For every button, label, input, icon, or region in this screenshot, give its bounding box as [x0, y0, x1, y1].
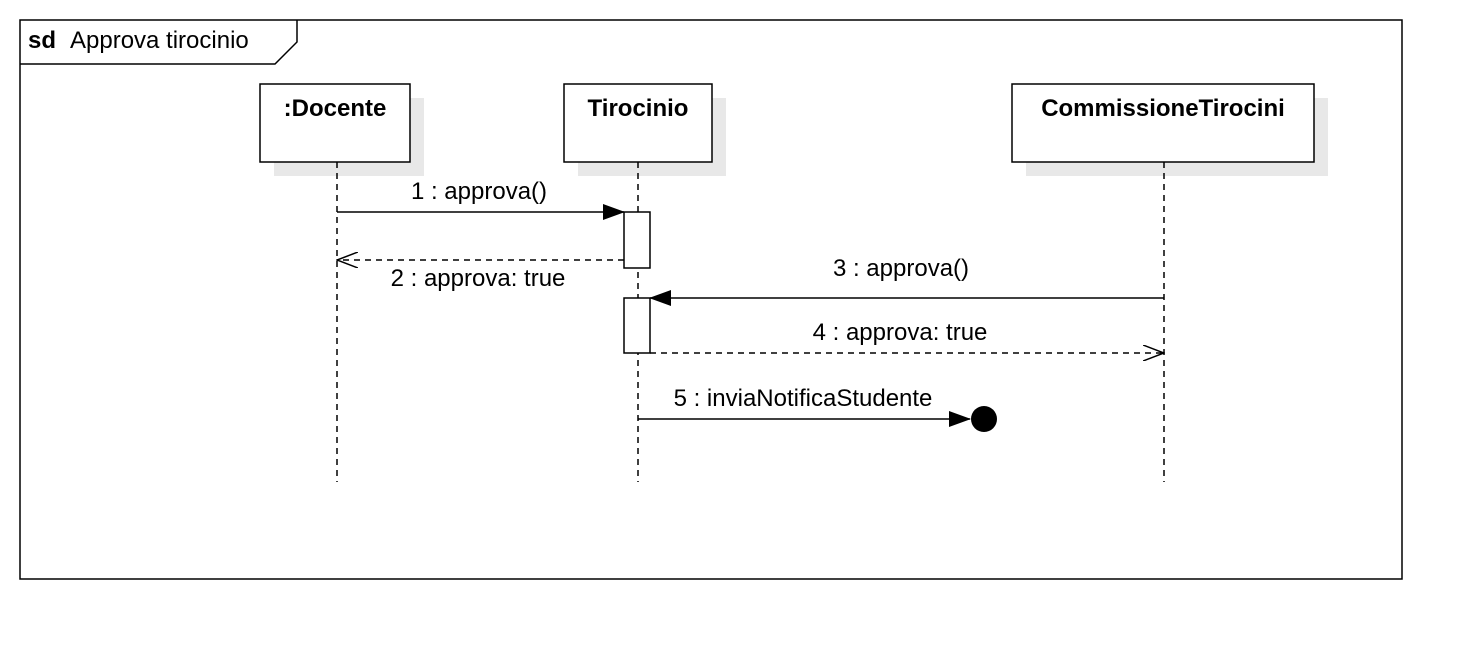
lifeline-docente-head[interactable]: [259, 83, 411, 163]
message-5-label: 5 : inviaNotificaStudente: [674, 385, 933, 412]
frame-title-pentagon: [20, 20, 298, 65]
message-2-label: 2 : approva: true: [391, 265, 566, 292]
message-4-label: 4 : approva: true: [813, 319, 988, 346]
message-1-label: 1 : approva(): [411, 178, 547, 205]
lifeline-tirocinio-label: Tirocinio: [588, 95, 689, 122]
lifeline-commissionetirocini-head[interactable]: [1011, 83, 1315, 163]
message-3-label: 3 : approva(): [833, 255, 969, 282]
message-5: 5 : inviaNotificaStudente: [638, 385, 997, 432]
message-2: 2 : approva: true: [337, 260, 624, 292]
activation-bar-2: [623, 297, 651, 354]
lifeline-commissionetirocini: CommissioneTirocini: [1011, 83, 1328, 482]
lifeline-tirocinio-head[interactable]: [563, 83, 713, 163]
message-3: 3 : approva(): [649, 255, 1164, 306]
lifeline-docente-label: :Docente: [284, 95, 387, 122]
lifeline-tirocinio: Tirocinio: [563, 83, 726, 482]
lifeline-docente: :Docente: [259, 83, 424, 482]
lifeline-commissionetirocini-label: CommissioneTirocini: [1041, 95, 1285, 122]
frame-title: Approva tirocinio: [70, 27, 249, 54]
message-4: 4 : approva: true: [650, 319, 1164, 353]
message-1: 1 : approva(): [337, 178, 625, 220]
activation-bar-1: [623, 211, 651, 269]
lost-message-endpoint: [971, 406, 997, 432]
frame-keyword: sd: [28, 27, 56, 54]
